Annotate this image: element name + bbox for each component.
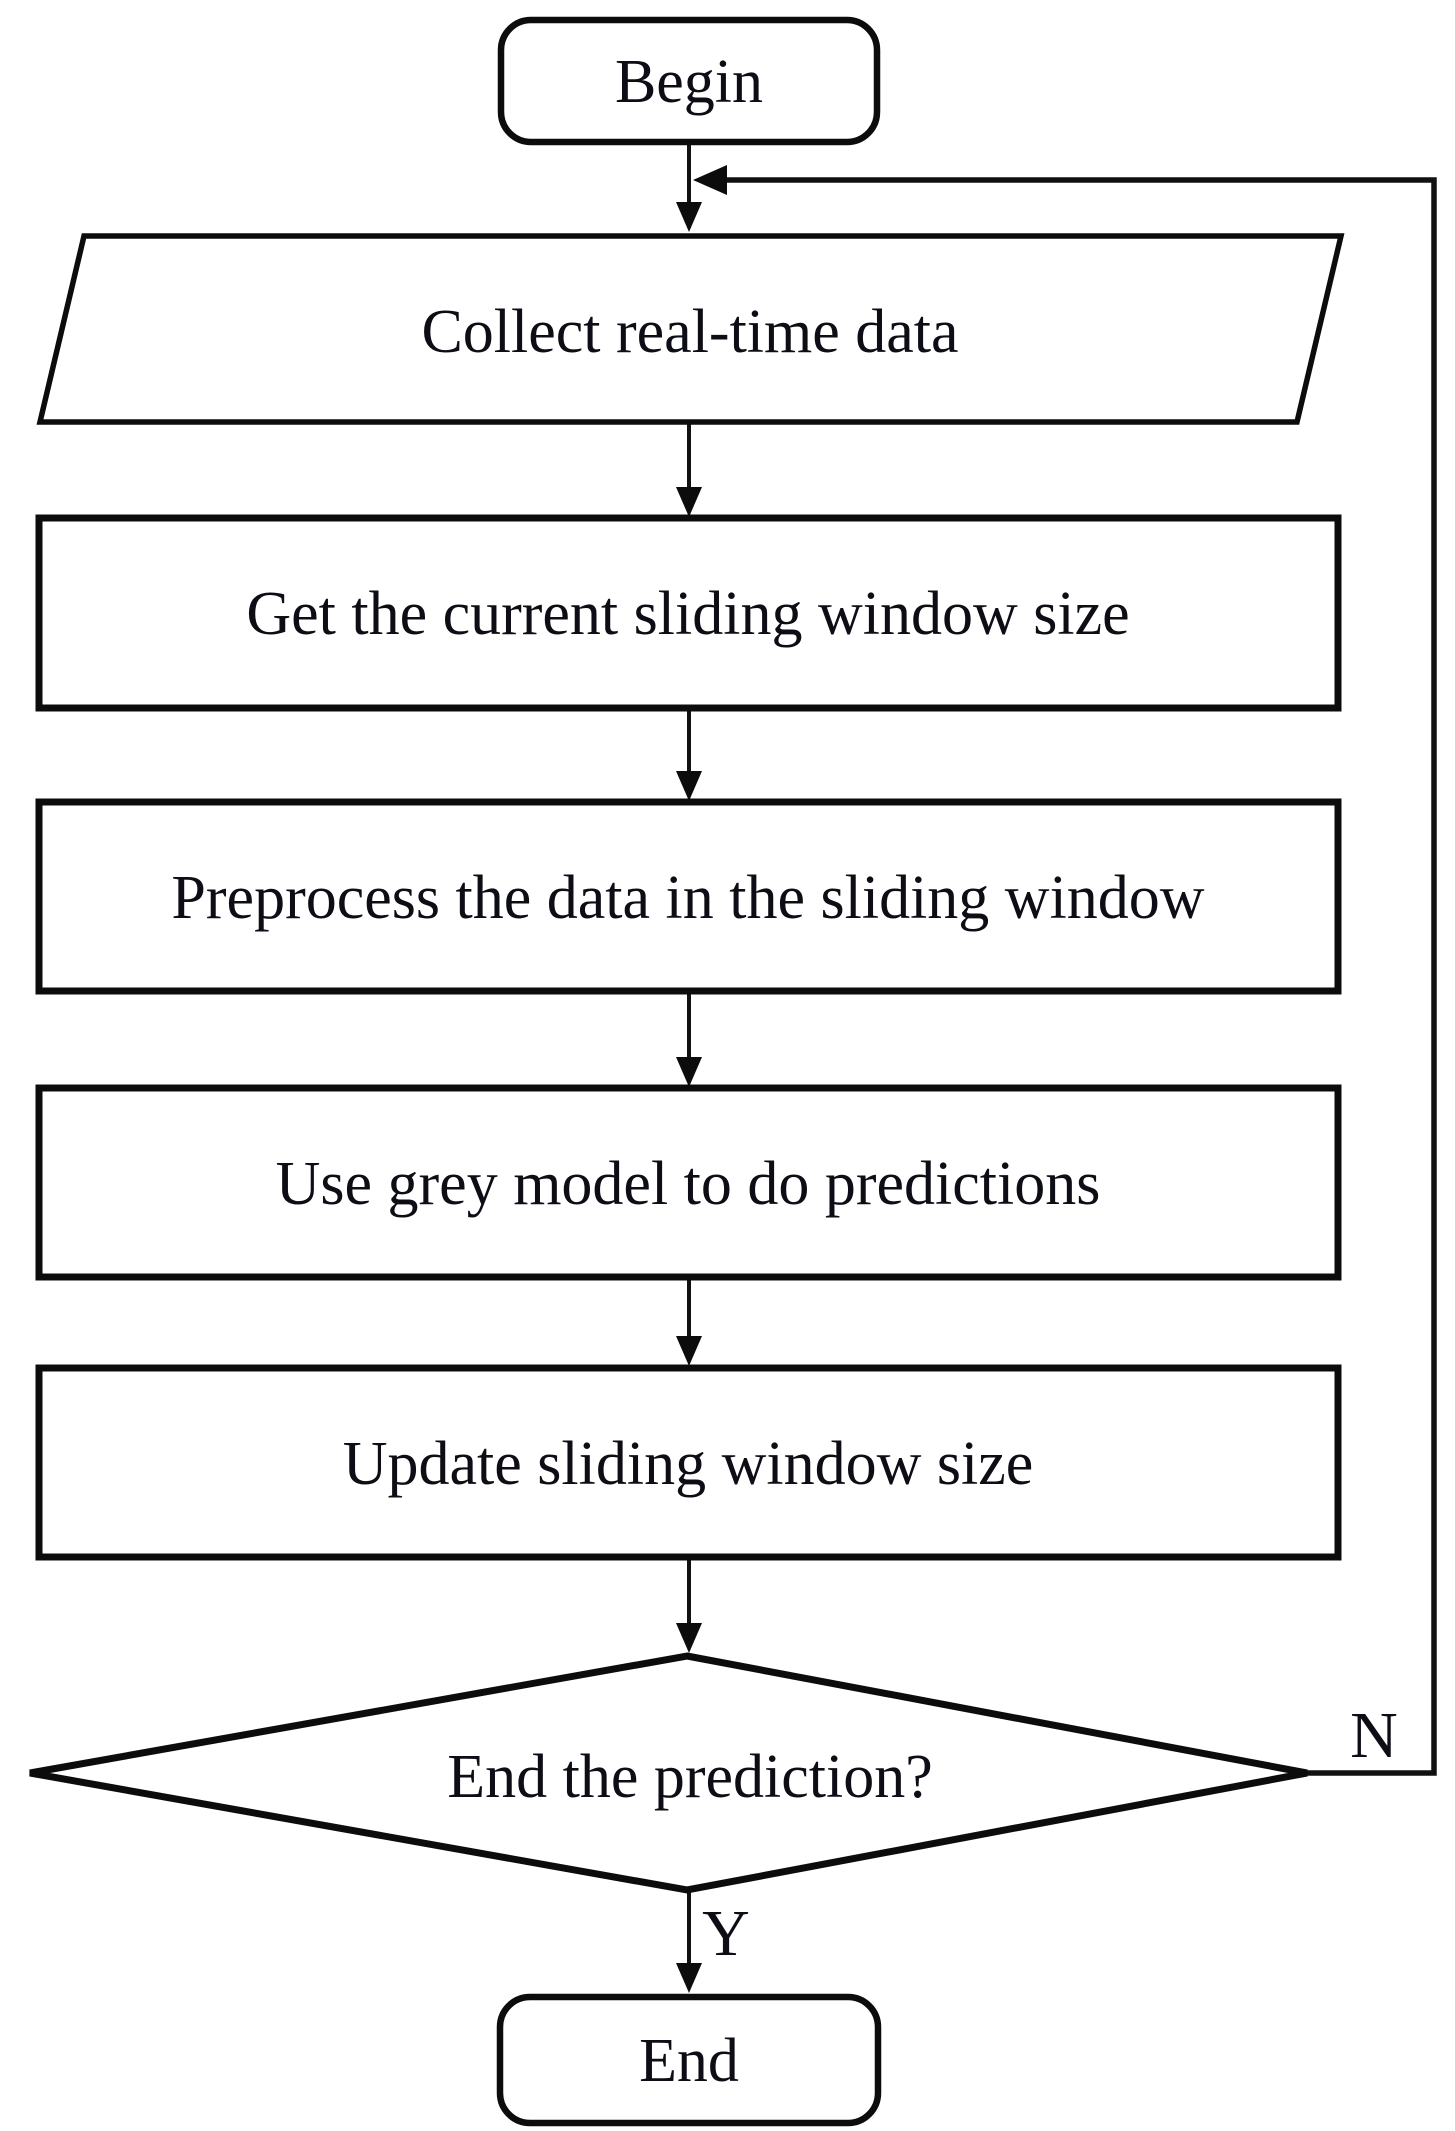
edge-predict-to-update (676, 1277, 702, 1366)
arrow-left-icon (693, 165, 727, 195)
begin-label: Begin (615, 48, 763, 116)
node-grey-model: Use grey model to do predictions (35, 1084, 1342, 1281)
arrow-down-icon (676, 771, 702, 801)
grey-model-label: Use grey model to do predictions (276, 1150, 1101, 1218)
edge-update-to-decision (676, 1557, 702, 1653)
begin-shape (497, 16, 881, 146)
edge-decision-to-end (676, 1890, 702, 1993)
branch-label-no: N (1350, 1699, 1398, 1772)
preprocess-label: Preprocess the data in the sliding windo… (171, 864, 1204, 932)
edge-collect-to-getwindow (676, 424, 702, 517)
update-window-shape (35, 1364, 1342, 1561)
arrow-down-icon (676, 487, 702, 517)
edge-line (727, 177, 1437, 1776)
node-end: End (496, 1993, 882, 2127)
decision-label: End the prediction? (447, 1743, 933, 1811)
collect-data-shape (36, 233, 1345, 425)
end-shape (496, 1993, 882, 2127)
get-window-size-shape (35, 514, 1342, 712)
arrow-down-icon (676, 202, 702, 232)
node-decision: End the prediction? (29, 1652, 1308, 1894)
preprocess-shape (35, 798, 1342, 995)
edge-loop-no (693, 165, 1437, 1776)
end-label: End (639, 2027, 739, 2095)
arrow-down-icon (676, 1963, 702, 1993)
update-window-label: Update sliding window size (343, 1430, 1034, 1498)
edge-getwindow-to-preprocess (676, 708, 702, 801)
node-preprocess: Preprocess the data in the sliding windo… (35, 798, 1342, 995)
arrow-down-icon (676, 1057, 702, 1087)
decision-shape (29, 1652, 1308, 1894)
grey-model-shape (35, 1084, 1342, 1281)
node-collect-data: Collect real-time data (36, 233, 1345, 425)
arrow-down-icon (676, 1336, 702, 1366)
collect-data-label: Collect real-time data (421, 298, 958, 366)
node-get-window-size: Get the current sliding window size (35, 514, 1342, 712)
edge-preprocess-to-predict (676, 991, 702, 1087)
get-window-size-label: Get the current sliding window size (246, 580, 1129, 648)
node-update-window: Update sliding window size (35, 1364, 1342, 1561)
arrow-down-icon (676, 1623, 702, 1653)
branch-label-yes: Y (702, 1897, 750, 1970)
node-begin: Begin (497, 16, 881, 146)
edge-begin-to-collect (676, 142, 702, 232)
